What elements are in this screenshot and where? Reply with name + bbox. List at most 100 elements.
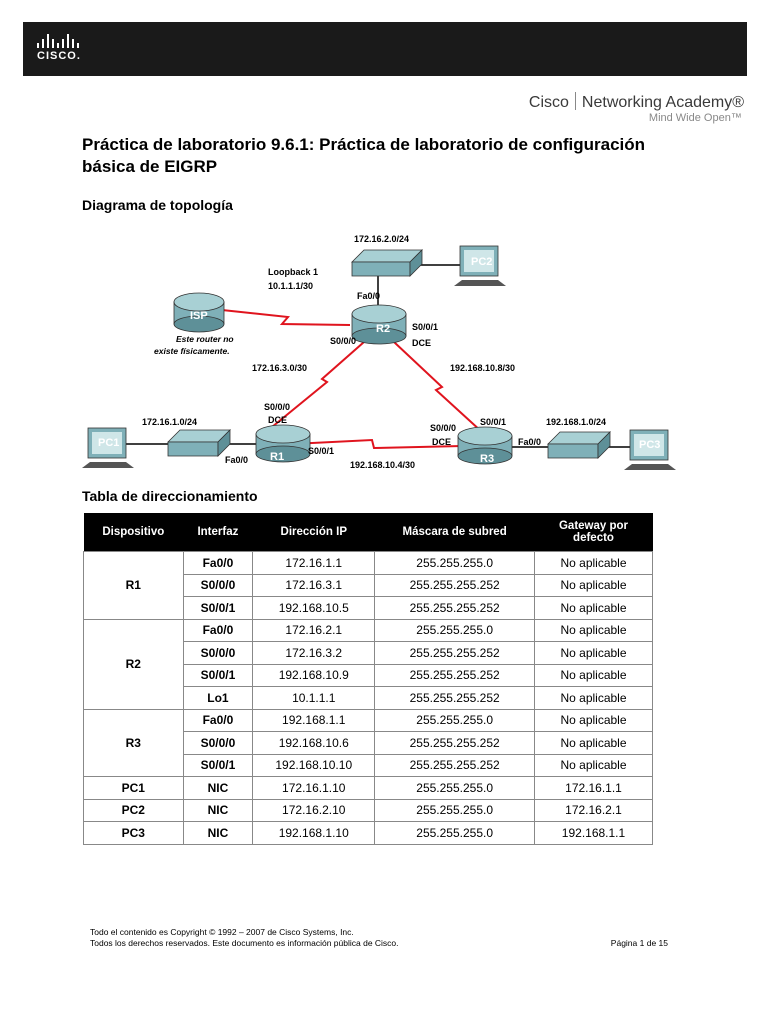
cell-device: PC3 [83,821,184,845]
label-lan-r2: 172.16.2.0/24 [354,234,409,244]
pc1-icon: PC1 [82,427,134,468]
cell-mask: 255.255.255.252 [374,753,535,777]
cell-interface: S0/0/0 [182,573,254,597]
cell-ip: 172.16.1.1 [252,551,376,575]
academy-tagline: Mind Wide Open™ [648,112,742,124]
cell-interface: NIC [182,776,254,800]
document-title: Práctica de laboratorio 9.6.1: Práctica … [82,135,646,176]
router-r3-icon: R3 [457,426,513,465]
cell-gateway: 172.16.1.1 [534,776,653,800]
label-net-r1r3: 192.168.10.4/30 [350,460,415,470]
cell-ip: 192.168.1.10 [252,821,376,845]
col-header-mask: Máscara de subred [374,513,535,552]
cell-gateway: 192.168.1.1 [534,821,653,845]
router-isp-icon: ISP [173,292,225,333]
cell-ip: 192.168.10.5 [252,596,376,620]
serial-r2-r3 [393,341,483,433]
cell-gateway: No aplicable [534,596,653,620]
cell-ip: 192.168.10.9 [252,663,376,687]
cell-ip: 192.168.10.6 [252,731,376,755]
switch-2-icon [351,249,423,277]
cell-mask: 255.255.255.252 [374,596,535,620]
label-isp-note-2: existe físicamente. [154,346,230,356]
label-loopback-addr: 10.1.1.1/30 [268,281,313,291]
label-loopback-title: Loopback 1 [268,267,318,277]
cell-gateway: No aplicable [534,573,653,597]
label-lan-r3: 192.168.1.0/24 [546,417,606,427]
pc3-icon: PC3 [624,429,676,470]
cell-gateway: 172.16.2.1 [534,798,653,822]
cell-interface: S0/0/1 [182,753,254,777]
r1-label: R1 [270,451,284,463]
cell-ip: 192.168.10.10 [252,753,376,777]
cell-gateway: No aplicable [534,618,653,642]
cell-mask: 255.255.255.0 [374,618,535,642]
addressing-table-heading: Tabla de direccionamiento [82,488,258,504]
router-r1-icon: R1 [255,424,311,463]
pc1-label: PC1 [98,437,119,449]
col-header-ip: Dirección IP [252,513,375,552]
col-header-gateway: Gateway por defecto [534,513,653,552]
cell-mask: 255.255.255.0 [374,821,535,845]
cell-device: R3 [83,708,184,777]
cell-interface: NIC [182,821,254,845]
cell-gateway: No aplicable [534,663,653,687]
cell-mask: 255.255.255.0 [374,798,535,822]
cell-mask: 255.255.255.0 [374,551,535,575]
label-lan-r1: 172.16.1.0/24 [142,417,197,427]
label-r3-fa: Fa0/0 [518,437,541,447]
label-r2-fa: Fa0/0 [357,291,380,301]
label-r2-s001: S0/0/1 [412,322,438,332]
pc3-label: PC3 [639,439,660,451]
cell-interface: S0/0/1 [182,596,254,620]
academy-brand: Cisco [528,94,569,111]
cell-interface: NIC [182,798,254,822]
label-r3-s000: S0/0/0 [430,423,456,433]
academy-logo: Cisco Networking Academy® Mind Wide Open™ [529,92,744,124]
router-r2-icon: R2 [351,304,407,345]
label-r1-s000: S0/0/0 [264,402,290,412]
isp-label: ISP [190,310,208,322]
cell-interface: Lo1 [182,686,254,710]
cell-interface: S0/0/0 [182,731,254,755]
label-r1-s001: S0/0/1 [308,446,334,456]
cell-device: PC2 [83,798,184,822]
col-header-device: Dispositivo [83,513,184,552]
cell-gateway: No aplicable [534,708,653,732]
pc2-label: PC2 [471,256,492,268]
switch-1-icon [167,429,231,457]
cell-ip: 172.16.2.1 [252,618,376,642]
cell-ip: 192.168.1.1 [252,708,376,732]
cell-interface: Fa0/0 [182,708,254,732]
cell-interface: S0/0/0 [182,641,254,665]
cell-device: R2 [83,618,184,710]
academy-name: Networking Academy® [581,94,744,111]
cell-interface: Fa0/0 [182,618,254,642]
col-header-interface: Interfaz [183,513,253,552]
cell-ip: 172.16.3.2 [252,641,376,665]
topology-diagram: ISP R2 R1 R3 PC2 PC1 PC3 172.16.2.0/2 [82,234,676,470]
switch-3-icon [547,431,611,459]
label-r1-dce: DCE [268,415,287,425]
cisco-bridge-icon [37,34,89,48]
cell-ip: 172.16.2.10 [252,798,376,822]
footer: Todo el contenido es Copyright © 1992 – … [90,927,668,949]
cell-gateway: No aplicable [534,641,653,665]
cell-mask: 255.255.255.0 [374,708,535,732]
serial-r1-r3 [291,438,463,450]
cisco-logo: CISCO. [37,34,89,66]
cell-ip: 172.16.1.10 [252,776,376,800]
cell-device: R1 [83,551,184,620]
r3-label: R3 [480,453,494,465]
topology-heading: Diagrama de topología [82,197,233,213]
serial-isp-r2 [221,309,351,326]
